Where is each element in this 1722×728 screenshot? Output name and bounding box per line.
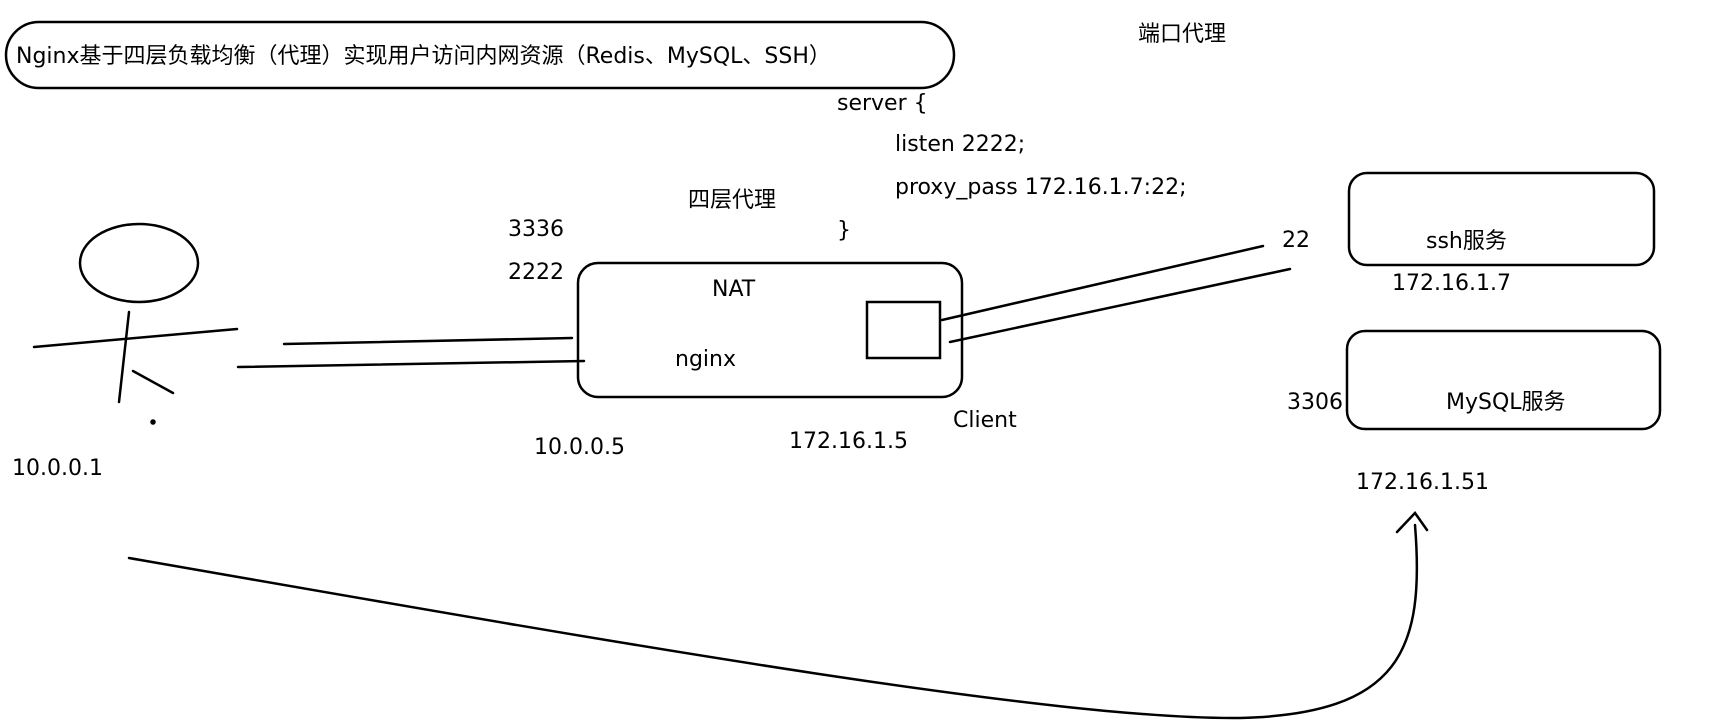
ssh-server-ip: 172.16.1.7 [1392, 271, 1511, 296]
link-user-nginx-1 [282, 336, 574, 346]
config-line-2: listen 2222; [895, 132, 1026, 157]
ssh-server-box [1347, 171, 1656, 267]
nginx-label: nginx [675, 347, 736, 372]
mysql-server-ip: 172.16.1.51 [1356, 470, 1489, 495]
config-line-1: server { [837, 91, 928, 116]
nginx-port-2222: 2222 [508, 260, 564, 285]
diagram-title: Nginx基于四层负载均衡（代理）实现用户访问内网资源（Redis、MySQL、… [16, 44, 831, 69]
ssh-server-label: ssh服务 [1426, 229, 1507, 254]
link-user-nginx-2 [236, 359, 586, 369]
user-leg [131, 369, 175, 395]
link-nginx-ssh-2 [948, 267, 1292, 344]
mysql-server-box [1345, 329, 1662, 431]
config-line-3: proxy_pass 172.16.1.7:22; [895, 175, 1187, 200]
mysql-port: 3306 [1287, 390, 1343, 415]
config-line-4: } [837, 218, 851, 243]
user-head [78, 222, 200, 304]
port-proxy-label: 端口代理 [1138, 22, 1227, 47]
mysql-server-label: MySQL服务 [1446, 390, 1566, 415]
nginx-outer-ip: 10.0.0.5 [534, 435, 625, 460]
nginx-box [576, 261, 964, 399]
user-ip: 10.0.0.1 [12, 456, 103, 481]
link-nginx-ssh-1 [940, 244, 1265, 322]
nginx-port-3336: 3336 [508, 217, 564, 242]
client-label: Client [953, 408, 1017, 433]
user-dot [150, 419, 156, 425]
title-frame [4, 20, 956, 90]
user-arms [32, 327, 239, 349]
nginx-inner-ip: 172.16.1.5 [789, 429, 908, 454]
arrow-head [1395, 511, 1429, 534]
nginx-nat-label: NAT [712, 277, 756, 302]
ssh-port: 22 [1282, 228, 1310, 253]
nginx-client-port-box [865, 300, 942, 360]
layer4-proxy-label: 四层代理 [688, 188, 777, 213]
arrow-user-to-mysql [127, 523, 1419, 720]
user-body [117, 310, 131, 404]
